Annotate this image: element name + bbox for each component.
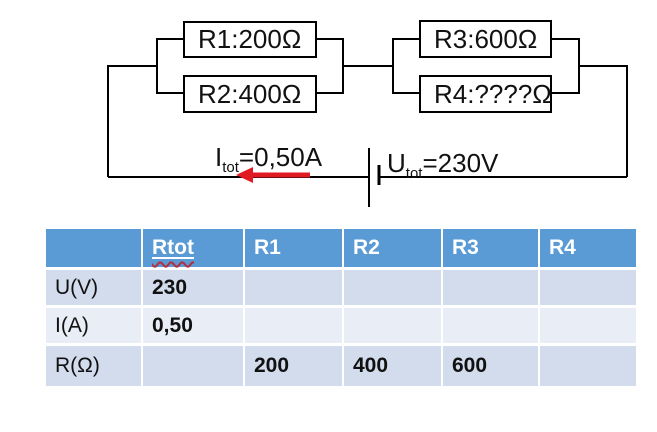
circuit-diagram (107, 38, 628, 207)
cell-uv-r4 (540, 270, 636, 305)
resistor-r1-box: R1:200Ω (183, 21, 317, 58)
resistor-r3-label: R3:600Ω (434, 23, 538, 54)
resistor-r3-box: R3:600Ω (419, 20, 552, 58)
resistor-r4-label: R4:????Ω (434, 78, 552, 109)
cell-ia-r4 (540, 308, 636, 343)
resistor-r2-label: R2:400Ω (198, 78, 302, 109)
header-cell-rtot: Rtot (143, 229, 243, 267)
cell-uv-r3 (443, 270, 538, 305)
header-cell-r2: R2 (344, 229, 441, 267)
header-cell-r4: R4 (540, 229, 636, 267)
row-label-rohm: R(Ω) (46, 346, 141, 386)
results-table: Rtot R1 R2 R3 R4 U(V) 230 I(A) 0,50 R(Ω)… (46, 229, 636, 386)
voltage-subscript: tot (405, 165, 423, 182)
voltage-symbol: U (387, 148, 406, 178)
cell-rohm-r2: 400 (344, 346, 441, 386)
total-current-label: Itot=0,50A (215, 144, 322, 181)
header-cell-empty (46, 229, 141, 267)
cell-uv-rtot: 230 (143, 270, 243, 305)
current-subscript: tot (222, 159, 239, 176)
resistor-r1-label: R1:200Ω (198, 24, 302, 54)
total-voltage-label: Utot=230V (387, 150, 498, 187)
cell-rohm-r4 (540, 346, 636, 386)
row-label-ia: I(A) (46, 308, 141, 343)
current-direction-arrow (236, 167, 310, 183)
cell-ia-r2 (344, 308, 441, 343)
cell-ia-r3 (443, 308, 538, 343)
current-symbol: I (215, 142, 223, 172)
cell-uv-r1 (245, 270, 342, 305)
resistor-r4-box: R4:????Ω (419, 75, 552, 113)
circuit-wires (107, 38, 628, 178)
current-value: =0,50A (238, 142, 323, 172)
cell-rohm-r3: 600 (443, 346, 538, 386)
cell-ia-rtot: 0,50 (143, 308, 243, 343)
cell-rohm-rtot (143, 346, 243, 386)
voltage-value: =230V (422, 148, 499, 178)
header-cell-r3: R3 (443, 229, 538, 267)
cell-uv-r2 (344, 270, 441, 305)
row-label-uv: U(V) (46, 270, 141, 305)
battery-icon (368, 148, 381, 207)
cell-rohm-r1: 200 (245, 346, 342, 386)
header-cell-r1: R1 (245, 229, 342, 267)
cell-ia-r1 (245, 308, 342, 343)
resistor-r2-box: R2:400Ω (183, 75, 317, 113)
